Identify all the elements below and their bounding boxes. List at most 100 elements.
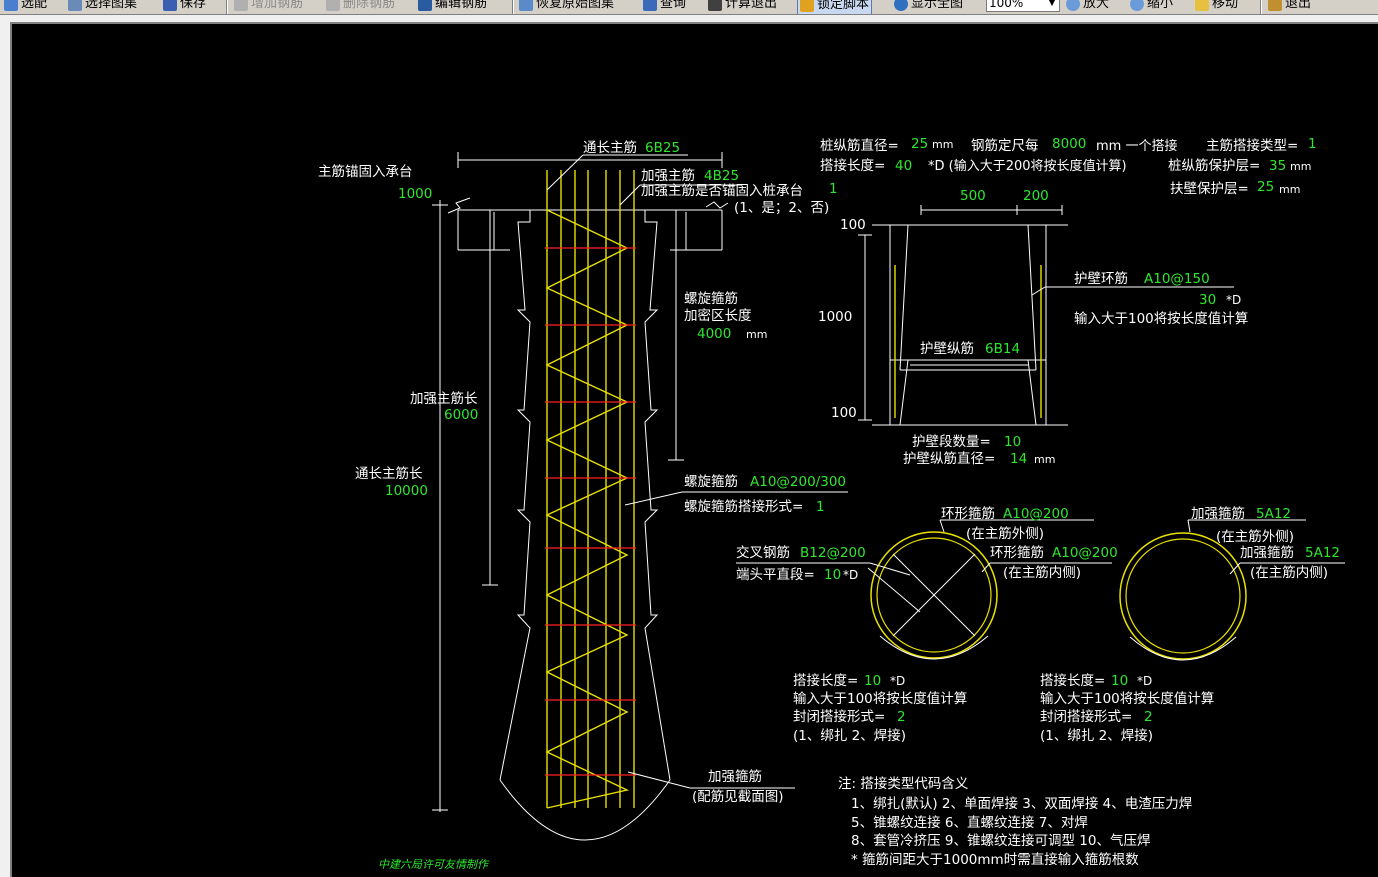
zoom-out-button[interactable]: 缩小: [1130, 0, 1173, 14]
drawing-canvas[interactable]: [10, 22, 1378, 877]
sec1-close-value: 2: [897, 709, 906, 725]
add-rebar-button[interactable]: 增加钢筋: [234, 0, 303, 14]
sec2-close-value: 2: [1144, 709, 1153, 725]
sec2-out-position: (在主筋外侧): [1216, 528, 1294, 545]
toolbar-separator: [1260, 0, 1262, 14]
show-all-button[interactable]: 显示全图: [894, 0, 963, 14]
select-atlas-button[interactable]: 选择图集: [68, 0, 137, 14]
move-button[interactable]: 移动: [1195, 0, 1238, 14]
sec1-close-label: 封闭搭接形式=: [793, 708, 885, 725]
toolbar: 选配 选择图集 保存 增加钢筋 删除钢筋 编辑钢筋 恢复原始图集 查询 计算退出…: [0, 0, 1378, 15]
section-2-labels: 加强箍筋 5A12 (在主筋外侧) 加强箍筋 5A12 (在主筋内侧) 搭接长度…: [1040, 505, 1340, 744]
sec1-ring-out-label: 环形箍筋: [941, 505, 995, 522]
delete-rebar-button[interactable]: 删除钢筋: [326, 0, 395, 14]
restore-atlas-button[interactable]: 恢复原始图集: [519, 0, 614, 14]
spiral-label: 螺旋箍筋: [684, 290, 738, 307]
pick-icon: [4, 0, 18, 11]
section-1-geometry: [736, 519, 1112, 660]
section-1-labels: 环形箍筋 A10@200 (在主筋外侧) 环形箍筋 A10@200 (在主筋内侧…: [736, 505, 1118, 744]
stiffener-label: 加强箍筋: [708, 768, 762, 785]
delete-rebar-icon: [326, 0, 340, 11]
dim-100-top: 100: [840, 217, 866, 233]
dense-zone-value: 4000: [697, 326, 731, 342]
notes-line-2: 5、锥螺纹连接 6、直螺纹连接 7、对焊: [851, 814, 1088, 831]
extra-anchor-options: (1、是；2、否): [734, 200, 829, 216]
dim-200: 200: [1023, 188, 1049, 204]
sec2-lap-value: 10: [1111, 673, 1128, 689]
spiral-lap-value: 1: [816, 499, 825, 515]
sec1-cross-label: 交叉钢筋: [736, 544, 790, 561]
exit-button[interactable]: 退出: [1268, 0, 1311, 14]
sec2-out-value: 5A12: [1256, 506, 1291, 522]
wall-count-value: 10: [1004, 434, 1021, 450]
sec1-lap-unit: *D: [890, 674, 905, 688]
move-icon: [1195, 0, 1209, 11]
notes-line-4: * 箍筋间距大于1000mm时需直接输入箍筋根数: [851, 851, 1139, 868]
extra-anchor-value: 1: [829, 181, 838, 197]
cover-unit: mm: [1290, 160, 1311, 173]
top-rebar-label: 通长主筋: [583, 139, 637, 156]
sec1-lap-label: 搭接长度=: [793, 672, 858, 689]
section-2-geometry: [1119, 519, 1345, 661]
dim-1000: 1000: [818, 309, 852, 325]
sec2-in-label: 加强箍筋: [1240, 544, 1294, 561]
length-value: 8000: [1052, 136, 1086, 152]
sec1-ring-in-label: 环形箍筋: [990, 544, 1044, 561]
zoom-in-icon: [1066, 0, 1080, 11]
edit-rebar-button[interactable]: 编辑钢筋: [418, 0, 487, 14]
stiffener-note: (配筋见截面图): [692, 788, 784, 805]
zoom-in-button[interactable]: 放大: [1066, 0, 1109, 14]
anchor-value: 1000: [398, 186, 432, 202]
ring-note: 输入大于100将按长度值计算: [1074, 311, 1248, 327]
sec1-cross-value: B12@200: [800, 545, 866, 561]
pick-button[interactable]: 选配: [4, 0, 47, 14]
notes-line-3: 8、套管冷挤压 9、锥螺纹连接可调型 10、气压焊: [851, 832, 1150, 849]
sec2-close-options: (1、绑扎 2、焊接): [1040, 727, 1153, 744]
dense-zone-unit: mm: [746, 328, 767, 341]
dim-100-bottom: 100: [831, 405, 857, 421]
query-icon: [643, 0, 657, 11]
lock-icon: [800, 0, 814, 12]
show-all-icon: [894, 0, 908, 11]
calc-exit-button[interactable]: 计算退出: [708, 0, 777, 14]
toolbar-separator: [512, 0, 514, 14]
extra-anchor-label: 加强主筋是否锚固入桩承台: [641, 182, 803, 199]
stirrup-ticks: [545, 247, 636, 776]
sec1-lap-value: 10: [864, 673, 881, 689]
chevron-down-icon[interactable]: ▼: [1048, 0, 1056, 8]
lap-length-value: 40: [895, 158, 912, 174]
lock-script-button[interactable]: 锁定脚本: [797, 0, 873, 14]
zoom-value: 100%: [989, 0, 1024, 10]
dia-value: 25: [911, 136, 928, 152]
ring-lap-unit: *D: [1226, 293, 1241, 307]
ring-label: 护壁环筋: [1074, 270, 1128, 287]
sec2-lap-label: 搭接长度=: [1040, 672, 1105, 689]
atlas-icon: [68, 0, 82, 11]
sec1-close-options: (1、绑扎 2、焊接): [793, 727, 906, 744]
sec1-ring-in-position: (在主筋内侧): [1003, 564, 1081, 581]
notes: 注: 搭接类型代码含义 1、绑扎(默认) 2、单面焊接 3、双面焊接 4、电渣压…: [838, 775, 1192, 868]
wall-labels: 500 200 100 1000 100 护壁环筋 A10@150 30 *D …: [818, 188, 1248, 467]
sec1-ring-out-position: (在主筋外侧): [966, 525, 1044, 542]
anchor-label: 主筋锚固入承台: [318, 163, 413, 180]
wall-cover-label: 扶壁保护层=: [1170, 181, 1249, 197]
zoom-select[interactable]: 100% ▼: [986, 0, 1060, 12]
query-button[interactable]: 查询: [643, 0, 686, 14]
ring-lap-value: 30: [1199, 292, 1216, 308]
save-button[interactable]: 保存: [163, 0, 206, 14]
wall-long-label: 护壁纵筋: [920, 340, 974, 357]
extra-length-label: 加强主筋长: [410, 390, 478, 407]
exit-icon: [1268, 0, 1282, 11]
extra-rebar-value: 4B25: [704, 168, 739, 184]
sec2-out-label: 加强箍筋: [1191, 505, 1245, 522]
spiral-rebar-label: 螺旋箍筋: [684, 473, 738, 490]
pile-geometry: [432, 152, 729, 841]
top-rebar-value: 6B25: [645, 140, 680, 156]
sec2-in-position: (在主筋内侧): [1250, 564, 1328, 581]
length-label: 钢筋定尺每: [971, 137, 1039, 154]
extra-rebar-label: 加强主筋: [641, 167, 695, 184]
pile-labels: 通长主筋 6B25 主筋锚固入承台 1000 加强主筋 4B25 加强主筋是否锚…: [318, 139, 846, 871]
sec2-lap-note: 输入大于100将按长度值计算: [1040, 691, 1214, 707]
sec1-ring-out-value: A10@200: [1003, 506, 1069, 522]
